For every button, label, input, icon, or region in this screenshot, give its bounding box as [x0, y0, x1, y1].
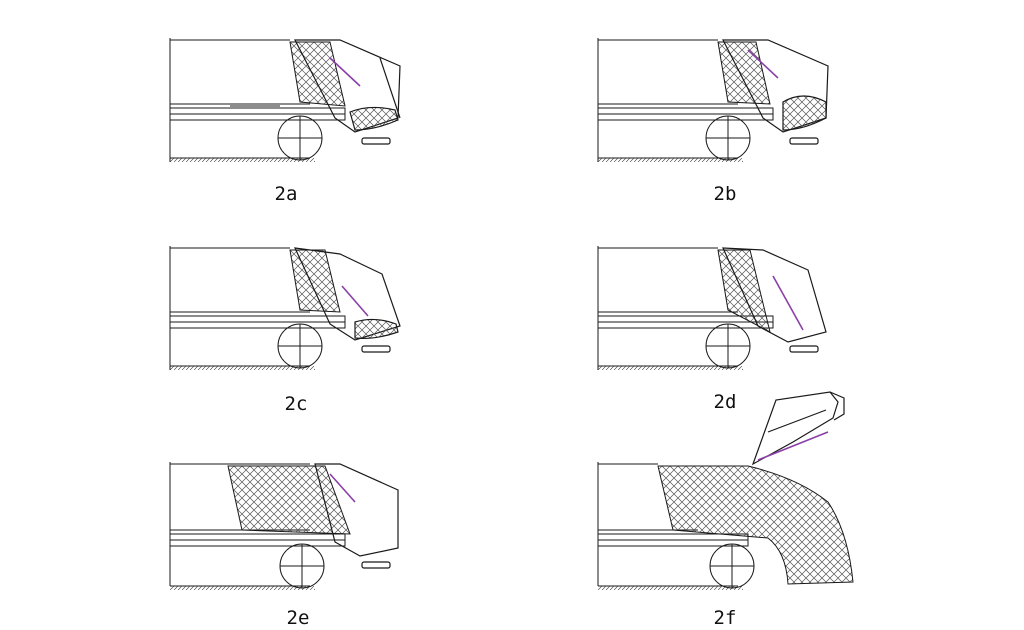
- refuse-load: [289, 249, 341, 313]
- figure-2b: 2b: [597, 38, 829, 205]
- figure-label: 2e: [287, 607, 310, 629]
- hydraulic-cylinder: [772, 275, 804, 331]
- hydraulic-cylinder: [329, 473, 356, 503]
- hydraulic-cylinder: [341, 285, 369, 317]
- tailgate: [722, 247, 827, 353]
- figure-label: 2f: [714, 607, 737, 629]
- figure-label: 2c: [285, 393, 308, 415]
- figure-2f: 2f: [597, 391, 854, 629]
- ground: [598, 586, 743, 590]
- discharged-refuse: [657, 465, 854, 585]
- rear-wheel: [277, 115, 323, 161]
- figure-2d: 2d: [597, 246, 827, 413]
- rear-wheel: [705, 115, 751, 161]
- tailgate: [722, 39, 829, 145]
- tailgate: [294, 39, 401, 145]
- figure-2e: 2e: [169, 462, 399, 629]
- figure-label: 2a: [275, 183, 298, 205]
- rear-wheel: [277, 323, 323, 369]
- tailgate: [293, 247, 401, 353]
- ground: [598, 158, 743, 162]
- ground: [170, 586, 315, 590]
- ground: [598, 366, 743, 370]
- figure-label: 2b: [714, 183, 737, 205]
- figure-2a: 2a: [169, 38, 401, 205]
- refuse-load: [717, 41, 771, 105]
- refuse-load: [717, 249, 771, 333]
- rear-wheel: [705, 323, 751, 369]
- hydraulic-cylinder: [757, 431, 829, 461]
- ground: [170, 158, 315, 162]
- rear-wheel: [279, 543, 325, 589]
- rear-wheel: [709, 543, 755, 589]
- raised-tailgate: [751, 391, 845, 466]
- figure-label: 2d: [714, 391, 737, 413]
- ground: [170, 366, 315, 370]
- refuse-load: [289, 41, 346, 107]
- hydraulic-cylinder: [329, 57, 361, 87]
- tailgate: [314, 463, 399, 569]
- hydraulic-cylinder: [747, 49, 779, 79]
- figure-2c: 2c: [169, 246, 401, 415]
